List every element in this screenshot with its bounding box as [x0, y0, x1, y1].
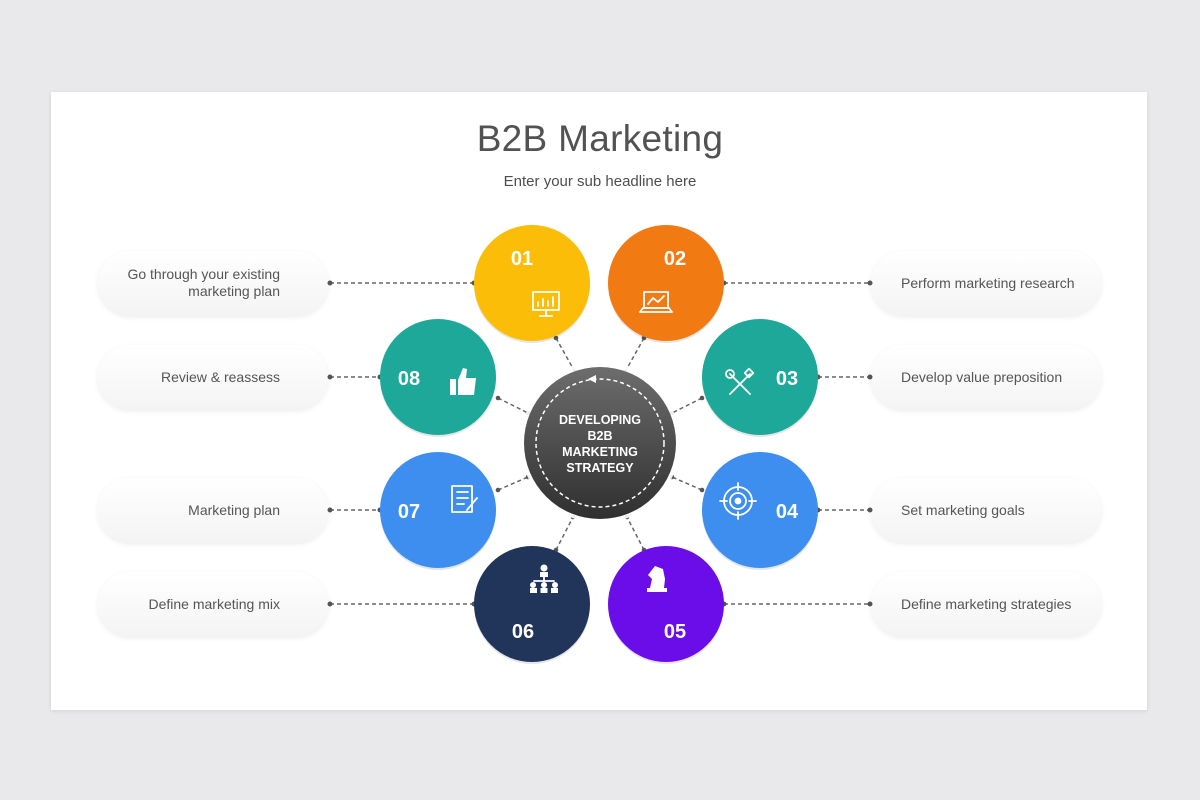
- step-disc-06: [474, 546, 590, 662]
- step-label-04: Set marketing goals: [871, 478, 1101, 542]
- label-connectors: [330, 282, 870, 605]
- page-subtitle: Enter your sub headline here: [503, 173, 697, 190]
- radial-connectors: [497, 337, 703, 551]
- center-line-1: DEVELOPING: [559, 413, 641, 427]
- step-label-02: Perform marketing research: [871, 251, 1101, 315]
- step-number-08: 08: [398, 368, 420, 390]
- step-disc-01: [474, 225, 590, 341]
- step-number-05: 05: [664, 621, 686, 643]
- step-circle-06: 06: [474, 546, 590, 664]
- hierarchy-icon: [530, 564, 558, 593]
- step-disc-05: [608, 546, 724, 662]
- step-label-08: Review & reassess: [98, 345, 328, 409]
- presentation-chart-icon: [532, 291, 560, 317]
- center-dashed-ring: [535, 378, 665, 508]
- step-circle-02: 02: [608, 225, 724, 343]
- thumbs-up-icon: [450, 368, 476, 395]
- step-label-05: Define marketing strategies: [871, 572, 1101, 636]
- step-disc-02: [608, 225, 724, 341]
- step-label-03: Develop value preposition: [871, 345, 1101, 409]
- step-number-02: 02: [664, 248, 686, 270]
- target-icon: [719, 482, 757, 520]
- step-disc-03: [702, 319, 818, 435]
- step-circle-05: 05: [608, 546, 724, 664]
- laptop-chart-icon: [639, 291, 673, 313]
- step-disc-04: [702, 452, 818, 568]
- step-label-06: Define marketing mix: [98, 572, 328, 636]
- step-circle-04: 04: [702, 452, 818, 570]
- page-title: B2B Marketing: [476, 118, 724, 159]
- step-number-07: 07: [398, 501, 420, 523]
- step-circle-03: 03: [702, 319, 818, 437]
- step-circle-07: 07: [380, 452, 496, 570]
- step-circle-08: 08: [380, 319, 496, 437]
- checklist-icon: [451, 485, 478, 513]
- step-number-04: 04: [776, 501, 799, 523]
- step-label-07: Marketing plan: [98, 478, 328, 542]
- tools-icon: [725, 367, 755, 395]
- step-number-06: 06: [512, 621, 534, 643]
- center-line-3: MARKETING: [562, 445, 638, 459]
- step-number-01: 01: [511, 248, 533, 270]
- chess-knight-icon: [647, 566, 667, 592]
- step-disc-08: [380, 319, 496, 435]
- center-circle: [524, 367, 676, 519]
- center-line-4: STRATEGY: [566, 461, 634, 475]
- center-ring-arrow: [588, 375, 596, 383]
- step-number-03: 03: [776, 368, 798, 390]
- center-line-2: B2B: [587, 429, 612, 443]
- step-circle-01: 01: [474, 225, 590, 343]
- center-hub: DEVELOPING B2B MARKETING STRATEGY: [520, 363, 680, 523]
- step-disc-07: [380, 452, 496, 568]
